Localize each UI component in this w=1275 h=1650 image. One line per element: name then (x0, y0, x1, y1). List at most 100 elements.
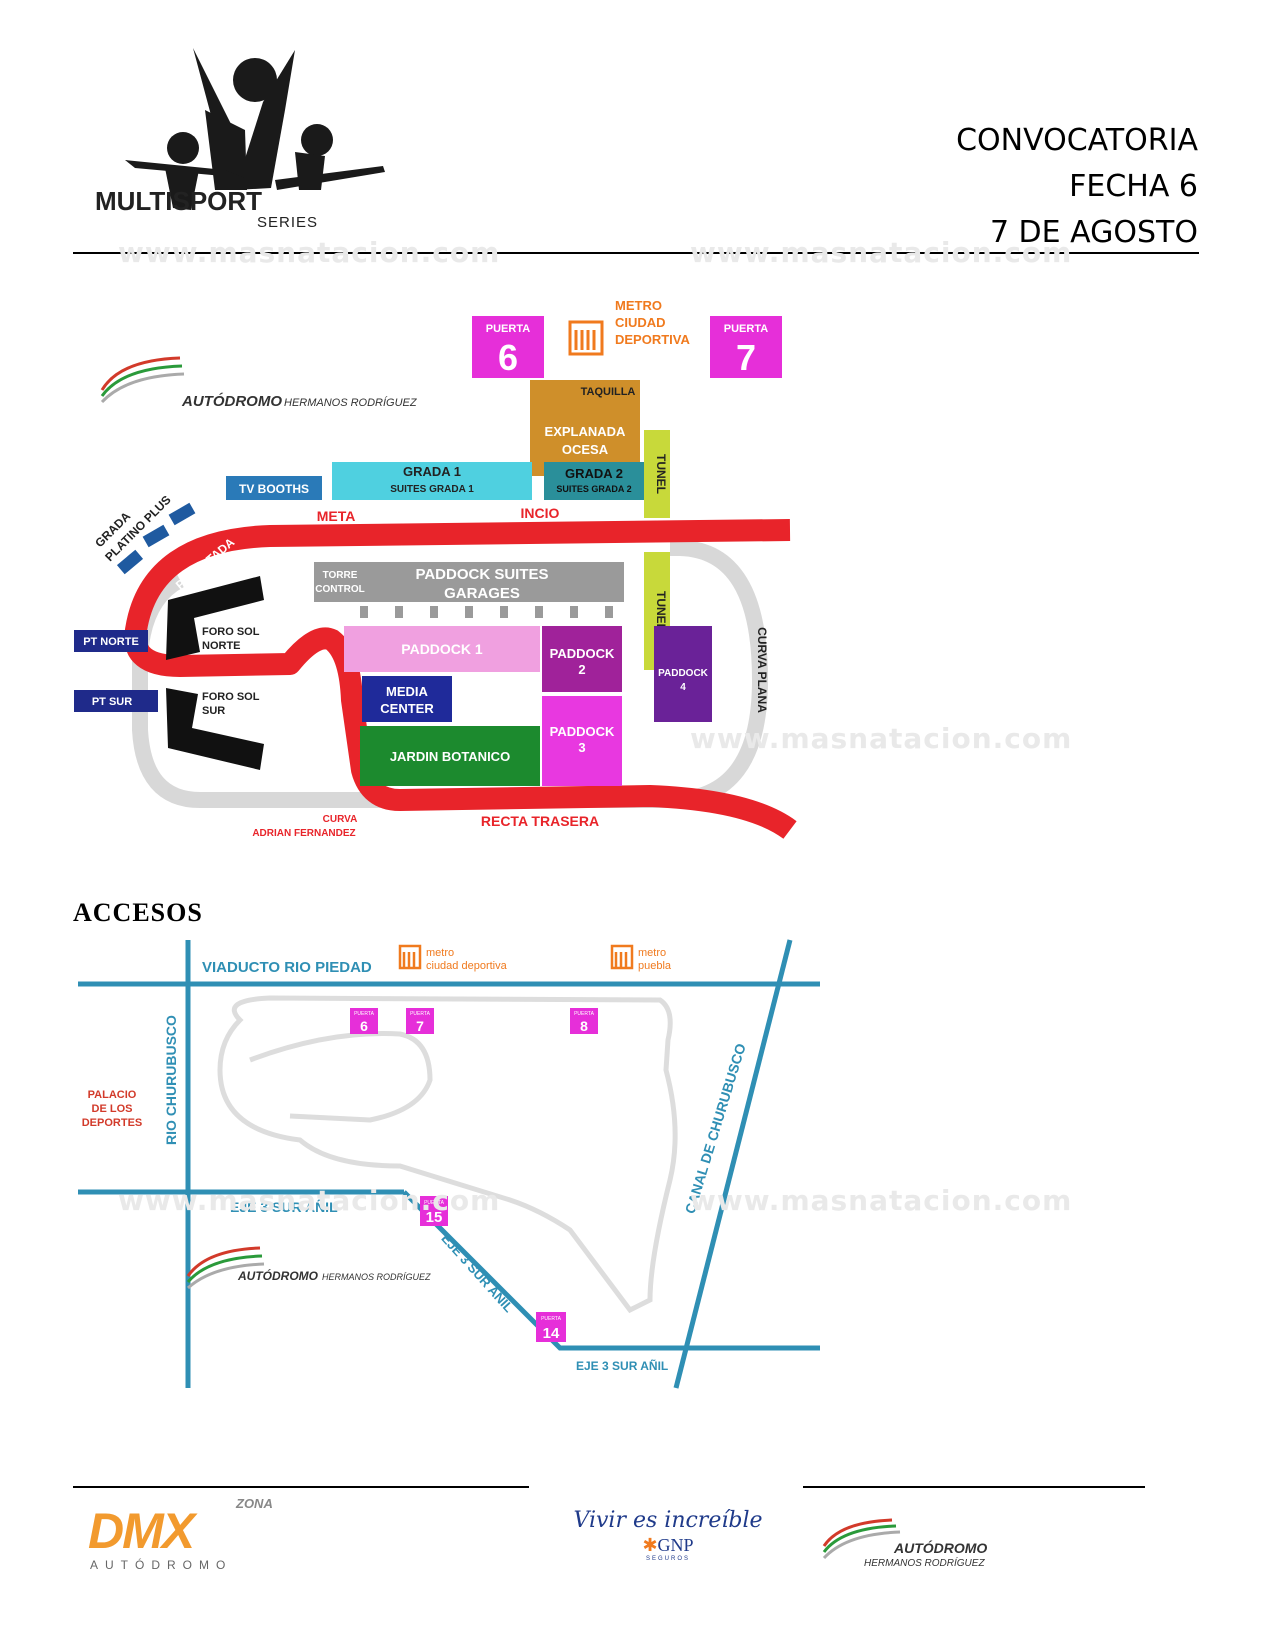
metro-icon (610, 944, 634, 970)
gate-7 (710, 316, 782, 378)
gate-number: 6 (360, 1018, 368, 1034)
metro-cd-line-2: ciudad deportiva (426, 960, 508, 972)
gate-14: PUERTA 14 (536, 1312, 566, 1342)
eje3-diag-label: EJE 3 SUR AÑIL (438, 1231, 516, 1315)
eje3-bottom-label: EJE 3 SUR AÑIL (576, 1358, 668, 1373)
gnp-slogan: Vivir es increíble (573, 1508, 763, 1533)
gate-number: 7 (416, 1018, 424, 1034)
curva-adrian-label-2: ADRIAN FERNANDEZ (252, 828, 355, 839)
accesos-heading: ACCESOS (73, 898, 203, 927)
platino-block (142, 524, 170, 548)
paddock-2-label-1: PADDOCK (550, 646, 615, 661)
gate-label: PUERTA (424, 1200, 444, 1206)
access-map: VIADUCTO RIO PIEDAD RIO CHURUBUSCO CANAL… (78, 939, 820, 1389)
autodromo-suffix: HERMANOS RODRÍGUEZ (284, 396, 418, 409)
autodromo-footer-logo: AUTÓDROMO HERMANOS RODRÍGUEZ (820, 1510, 1020, 1580)
grada-2-label: GRADA 2 (565, 466, 623, 481)
metro-icon (568, 320, 604, 356)
metro-puebla-line-1: metro (638, 947, 666, 959)
metro-puebla-line-2: puebla (638, 960, 672, 972)
torre-label-2: CONTROL (315, 584, 364, 595)
foro-sol-norte (166, 576, 264, 660)
tv-booths-label: TV BOOTHS (239, 482, 309, 496)
gate-7-label: PUERTA (724, 323, 768, 335)
roads (78, 939, 820, 1389)
track-outline (217, 995, 678, 1314)
gate-number: 14 (543, 1325, 560, 1342)
dmx-sub: AUTÓDROMO (90, 1558, 233, 1572)
title-line-1: CONVOCATORIA (956, 123, 1198, 158)
paddock-3-label-2: 3 (578, 740, 585, 755)
autodromo-name: AUTÓDROMO (237, 1268, 319, 1283)
gnp-star-icon: ✱ (642, 1535, 658, 1555)
gate-label: PUERTA (410, 1011, 430, 1017)
autodromo-name: AUTÓDROMO (181, 392, 282, 410)
tunel-top-label: TUNEL (654, 454, 668, 494)
title-line-2: FECHA 6 (1069, 169, 1198, 204)
explanada-label-2: OCESA (562, 442, 609, 457)
paddock-suites-label-1: PADDOCK SUITES (415, 566, 548, 583)
gate-number: 15 (426, 1209, 443, 1226)
track-inner (249, 1031, 433, 1123)
gnp-name-text: GNP (657, 1535, 694, 1555)
logo-name: MULTISPORT (95, 186, 263, 216)
platino-block (116, 549, 144, 575)
grada-2-sub: SUITES GRADA 2 (556, 484, 631, 494)
tunel-top (644, 430, 670, 518)
watermark: www.masnatacion.com (690, 1184, 1073, 1217)
grada-1-sub: SUITES GRADA 1 (390, 484, 474, 495)
jardin-botanico (360, 726, 540, 786)
explanada-label-1: EXPLANADA (545, 424, 627, 439)
gate-7: PUERTA 7 (406, 1008, 434, 1034)
paddock-4-label-2: 4 (680, 682, 686, 693)
gate-15: PUERTA 15 (420, 1196, 448, 1226)
pt-sur (74, 690, 158, 712)
multisport-logo: MULTISPORT SERIES (95, 40, 395, 240)
tv-booths (226, 476, 322, 500)
media-center-label-1: MEDIA (386, 684, 429, 699)
media-center (362, 676, 452, 722)
dmx-logo: ZONA DMX AUTÓDROMO (88, 1490, 273, 1572)
paddock-2 (542, 626, 622, 692)
platino-block (168, 502, 196, 526)
paddock-suites-label-2: GARAGES (444, 585, 520, 602)
venue-map: AUTÓDROMO HERMANOS RODRÍGUEZ PUERTA 6 PU… (74, 300, 797, 840)
gate-label: PUERTA (541, 1316, 561, 1322)
gate-6 (472, 316, 544, 378)
autodromo-footer-name: AUTÓDROMO (894, 1540, 988, 1556)
metro-line-2: CIUDAD (615, 315, 666, 330)
document-title: CONVOCATORIA FECHA 6 7 DE AGOSTO (956, 118, 1198, 256)
paddock-4-label-1: PADDOCK (658, 668, 709, 679)
foro-sol-sur (166, 688, 264, 770)
palacio-label-3: DEPORTES (82, 1117, 143, 1129)
viaducto-label: VIADUCTO RIO PIEDAD (202, 959, 372, 976)
grada-1 (332, 462, 532, 500)
pt-norte (74, 630, 148, 652)
gate-7-number: 7 (736, 337, 756, 378)
eje3-left-label: EJE 3 SUR AÑIL (230, 1198, 338, 1215)
explanada-ocesa (530, 380, 640, 476)
garage-markers (360, 606, 613, 618)
grada-2 (544, 462, 644, 500)
autodromo-logo-icon (100, 356, 185, 404)
header-divider (73, 252, 1199, 254)
paddock-3 (542, 696, 622, 786)
foro-norte-label-1: FORO SOL (202, 626, 260, 638)
gnp-logo: Vivir es increíble ✱GNP SEGUROS (568, 1508, 768, 1578)
paddock-suites (314, 562, 624, 602)
watermark: www.masnatacion.com (690, 236, 1073, 269)
title-line-3: 7 DE AGOSTO (989, 215, 1198, 250)
gate-8: PUERTA 8 (570, 1008, 598, 1034)
media-center-label-2: CENTER (380, 701, 434, 716)
grada-1-label: GRADA 1 (403, 464, 461, 479)
gate-6: PUERTA 6 (350, 1008, 378, 1034)
autodromo-logo-icon (822, 1518, 901, 1560)
gate-label: PUERTA (354, 1011, 374, 1017)
tunel-bottom-label: TUNEL (654, 591, 668, 631)
gate-number: 8 (580, 1018, 588, 1034)
dmx-zona: ZONA (236, 1496, 273, 1511)
gnp-name: ✱GNP (568, 1535, 768, 1556)
footer-divider-right (803, 1486, 1145, 1488)
paddock-3-label-1: PADDOCK (550, 724, 615, 739)
gate-label: PUERTA (574, 1011, 594, 1017)
